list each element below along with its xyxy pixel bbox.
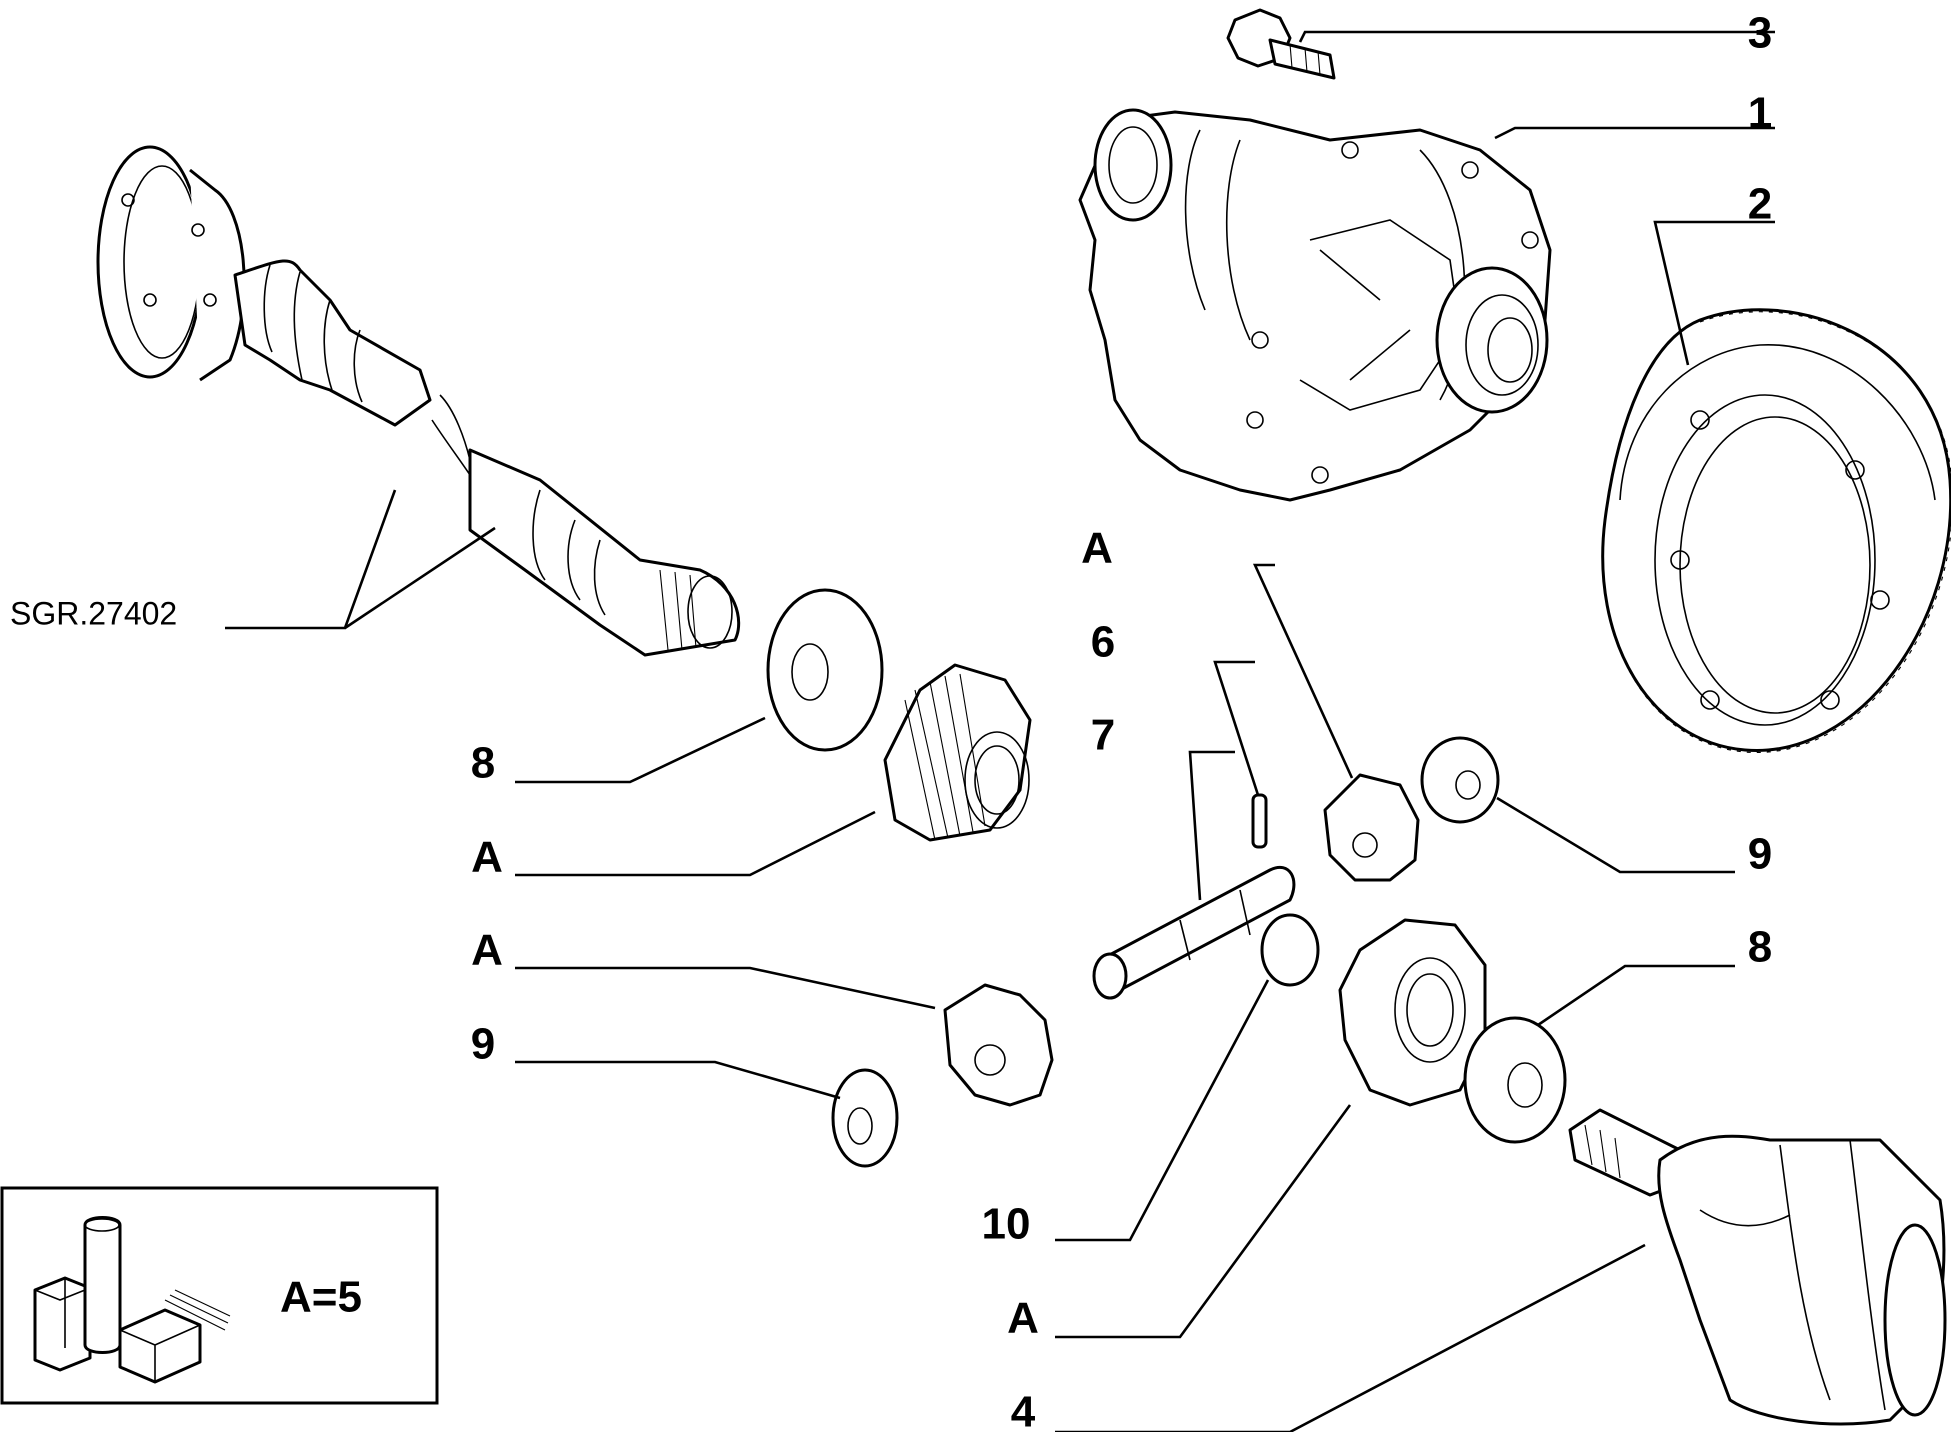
callout-1: 1 [1748,89,1772,138]
side-gear-right [1338,918,1487,1107]
callout-8-right: 8 [1748,923,1772,972]
pinion-shaft [1092,865,1296,1000]
parts-kit-icon [33,1216,231,1384]
axle-shaft [96,145,741,657]
pinion-gear-left [943,983,1054,1107]
side-gear-left [883,663,1032,842]
callout-9-left: 9 [471,1020,495,1069]
leader-lines [225,30,1775,1432]
callout-4: 4 [1011,1388,1036,1432]
roll-pin [1251,793,1268,849]
washer-right [1420,736,1500,824]
callouts: 3 1 2 A 6 7 8 A A 9 9 8 10 A 4 SGR.27402 [10,9,1772,1432]
callout-9-right: 9 [1748,830,1772,879]
ring-gear [1601,308,1951,753]
thrust-washer-left [766,588,884,752]
callout-8-left: 8 [471,739,495,788]
reference-code: SGR.27402 [10,595,177,631]
thrust-washer-right [1463,1016,1567,1144]
callout-a-left2: A [471,926,503,975]
legend-formula: A=5 [280,1273,362,1322]
differential-case [1078,108,1552,502]
callout-2: 2 [1748,180,1772,229]
callout-a-left1: A [471,833,503,882]
legend-box: A=5 [0,1186,439,1405]
callout-a-bottom: A [1007,1294,1039,1343]
callout-10: 10 [982,1200,1031,1249]
pinion-gear-top [1323,773,1420,882]
output-joint [1568,1108,1947,1426]
bolt [1226,8,1336,80]
callout-a-top: A [1081,524,1113,573]
callout-6: 6 [1091,618,1115,667]
washer-left [831,1068,899,1168]
circlip [1260,913,1320,987]
callout-3: 3 [1748,9,1772,58]
callout-7: 7 [1091,711,1115,760]
